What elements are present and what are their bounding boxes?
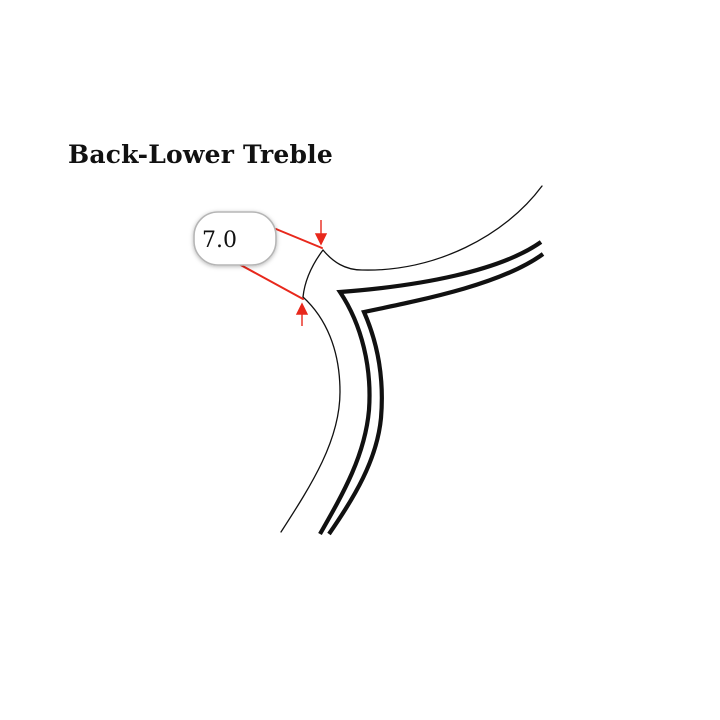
section-cut-line — [302, 249, 324, 298]
inner-profile-outer-line — [318, 240, 543, 536]
top-arrow-head-icon — [314, 233, 328, 246]
inner-double-profile — [318, 240, 545, 536]
dimension-arrows — [295, 220, 328, 326]
diagram-title: Back-Lower Treble — [68, 140, 333, 169]
bottom-arrow-head-icon — [295, 302, 309, 315]
dimension-pill — [193, 211, 277, 266]
tube-outline — [280, 185, 543, 533]
upper-outer-curve — [322, 185, 543, 271]
left-outer-curve — [280, 296, 341, 533]
dimension-leaders — [236, 228, 323, 300]
upper-leader-line — [275, 228, 323, 249]
lower-leader-line — [236, 262, 304, 300]
dimension-label: 7.0 — [193, 211, 277, 266]
dimension-value: 7.0 — [202, 228, 237, 253]
inner-profile-inner-line — [327, 252, 545, 536]
